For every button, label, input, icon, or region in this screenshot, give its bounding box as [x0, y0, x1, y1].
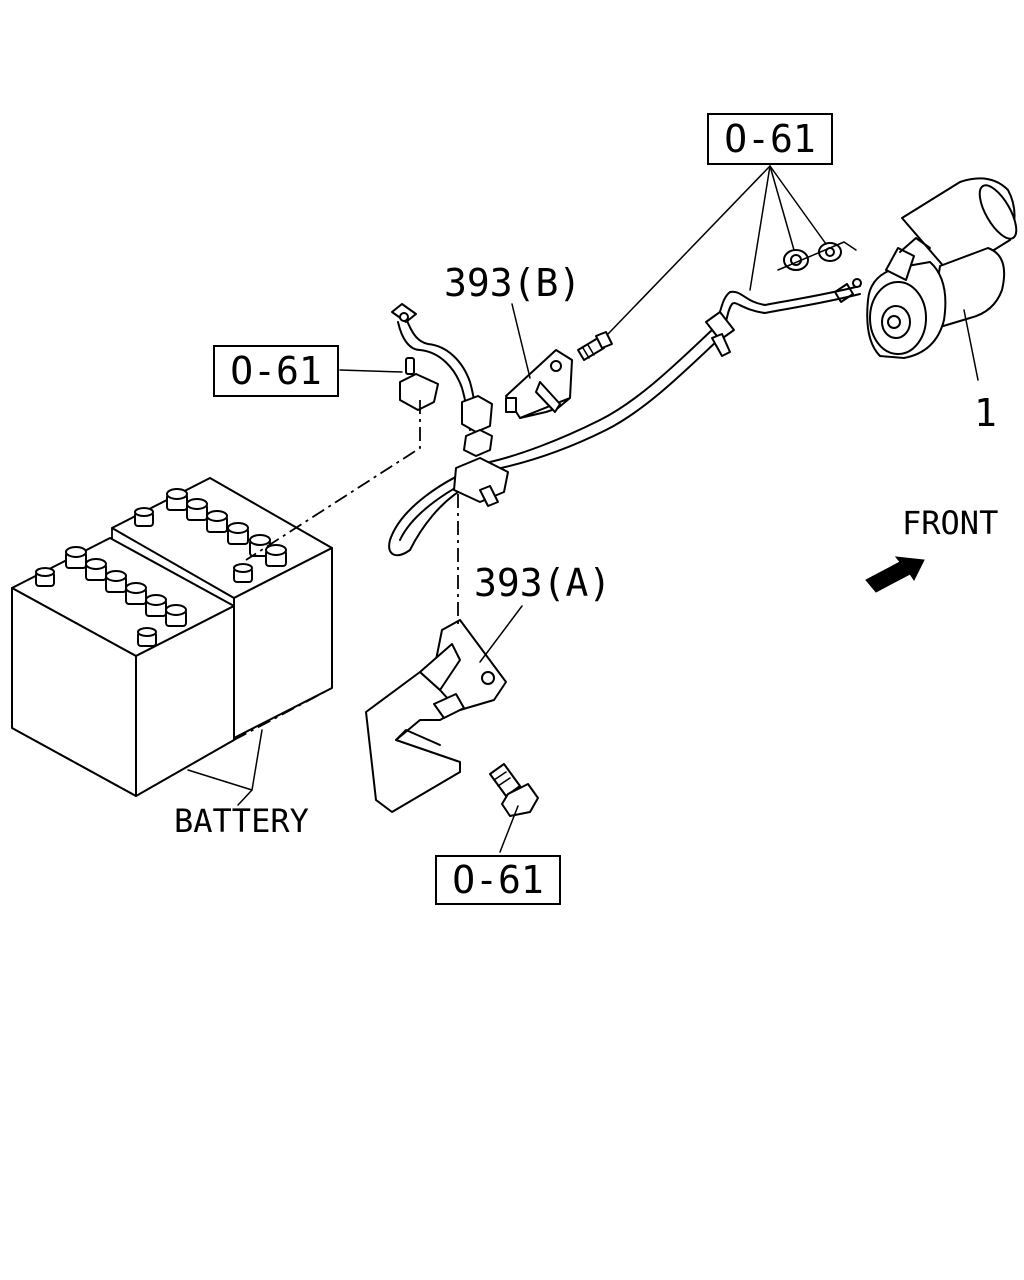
callout-top-o61: O-61	[707, 113, 833, 165]
nut-washer	[777, 241, 857, 271]
callout-bottom-o61-label: O-61	[452, 858, 544, 902]
battery-leader	[187, 729, 263, 806]
battery-illustration	[11, 477, 333, 797]
label-part-1: 1	[974, 391, 997, 435]
label-front: FRONT	[902, 504, 998, 542]
label-393a: 393(A)	[474, 561, 611, 605]
starter-motor	[866, 177, 1018, 359]
callout-top-o61-label: O-61	[724, 117, 816, 161]
callout-bottom-o61: O-61	[435, 855, 561, 905]
front-arrow-icon	[865, 556, 925, 593]
callout-left-o61: O-61	[213, 345, 339, 397]
bolt-upper	[577, 331, 613, 361]
label-battery: BATTERY	[174, 802, 309, 840]
leader-lines	[245, 165, 979, 853]
battery-cable	[388, 278, 862, 557]
bracket-393a	[365, 619, 507, 813]
bolt-lower	[489, 763, 539, 817]
callout-left-o61-label: O-61	[230, 349, 322, 393]
label-393b: 393(B)	[444, 261, 581, 305]
bracket-393b	[505, 349, 573, 419]
